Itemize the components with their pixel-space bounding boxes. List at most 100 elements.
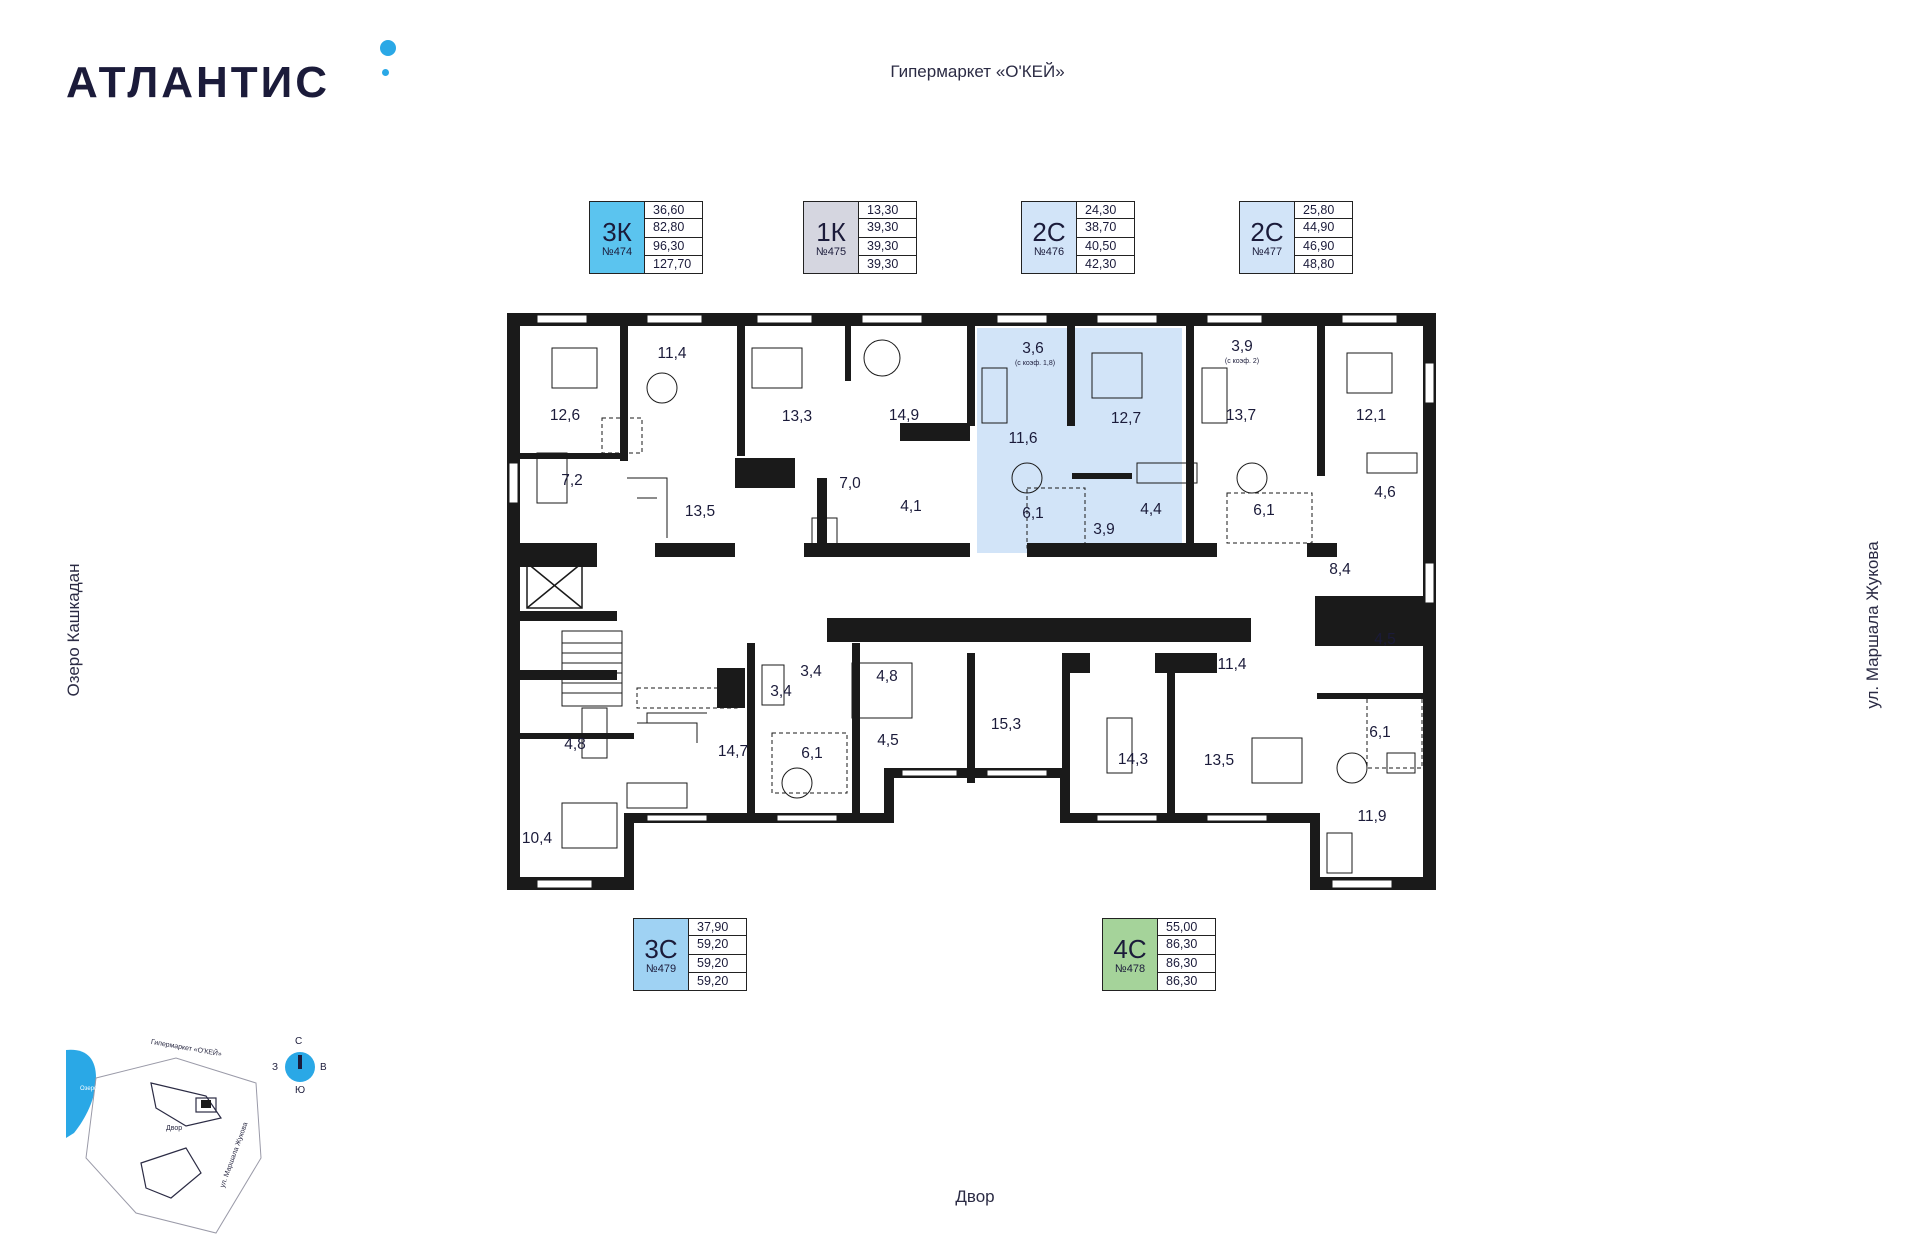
room-area: 14,9 (889, 407, 919, 424)
apartment-number: №479 (645, 962, 677, 975)
area-value: 40,50 (1077, 237, 1135, 256)
room-area: 10,4 (522, 830, 553, 847)
furniture (536, 339, 1418, 874)
room-area: 13,7 (1226, 407, 1256, 424)
area-value: 39,30 (859, 255, 917, 274)
lake-shape (66, 1049, 96, 1138)
apartment-code: 2С №477 (1239, 201, 1295, 274)
site-buildings (140, 1082, 222, 1199)
minimap-yard-label: Двор (166, 1125, 182, 1132)
apartment-type: 2С (1032, 216, 1066, 247)
elevator-shaft (526, 562, 583, 609)
compass-icon (285, 1052, 315, 1082)
room-area: 13,5 (1204, 752, 1234, 769)
area-value: 37,90 (689, 918, 747, 937)
minimap-street-label: ул. Маршала Жукова (219, 1121, 249, 1188)
label-right: ул. Маршала Жукова (1863, 541, 1882, 709)
area-value: 86,30 (1158, 936, 1216, 955)
apartment-card-474[interactable]: 3К №474 36,60 82,80 96,30 127,70 (589, 201, 703, 274)
apartment-card-477[interactable]: 2С №477 25,80 44,90 46,90 48,80 (1239, 201, 1353, 274)
windows (508, 314, 1435, 889)
site-minimap: Гипермаркет «О'КЕЙ» Озеро Кашкадан Двор … (66, 1038, 262, 1234)
room-area: 11,9 (1357, 808, 1386, 825)
apartment-number: №475 (815, 245, 847, 258)
room-area: 4,1 (900, 498, 922, 515)
room-area: 12,6 (550, 407, 580, 424)
room-area: 4,8 (564, 736, 586, 753)
apartment-card-476[interactable]: 2С №476 24,30 38,70 40,50 42,30 (1021, 201, 1135, 274)
apartment-card-478[interactable]: 4С №478 55,00 86,30 86,30 86,30 (1102, 918, 1216, 991)
label-bottom: Двор (955, 1187, 995, 1206)
apartment-type: 1К (816, 216, 846, 247)
compass-south: Ю (295, 1085, 306, 1096)
label-top: Гипермаркет «О'КЕЙ» (890, 62, 1065, 81)
apartment-code: 3К №474 (589, 201, 645, 274)
room-area: 3,6 (1022, 340, 1044, 357)
apartment-code: 2С №476 (1021, 201, 1077, 274)
walls (507, 313, 1436, 890)
room-area: 11,4 (1217, 656, 1246, 673)
room-area: 3,4 (770, 683, 792, 700)
logo-dot-icon (380, 40, 396, 56)
apartment-type: 4С (1113, 933, 1147, 964)
room-area: 4,4 (1140, 501, 1162, 518)
area-value: 59,20 (689, 972, 747, 991)
apartment-number: №477 (1251, 245, 1283, 258)
area-value: 38,70 (1077, 219, 1135, 238)
area-value: 25,80 (1295, 201, 1353, 220)
room-area: 4,6 (1374, 484, 1396, 501)
area-value: 13,30 (859, 201, 917, 220)
site-boundary (85, 1057, 262, 1234)
apartment-card-479[interactable]: 3С №479 37,90 59,20 59,20 59,20 (633, 918, 747, 991)
area-value: 48,80 (1295, 255, 1353, 274)
compass-east: В (320, 1062, 327, 1073)
area-value: 82,80 (645, 219, 703, 238)
apartment-number: №474 (601, 245, 633, 258)
area-value: 86,30 (1158, 954, 1216, 973)
room-area: 6,1 (1369, 724, 1391, 741)
room-area: 7,2 (561, 472, 583, 489)
room-area: 11,6 (1008, 430, 1037, 447)
area-value: 59,20 (689, 954, 747, 973)
room-area: 8,4 (1329, 561, 1351, 578)
room-area-note: (с коэф. 2) (1225, 358, 1259, 365)
area-value: 55,00 (1158, 918, 1216, 937)
brand-logo: АТЛАНТИС (66, 58, 331, 107)
room-area: 15,3 (991, 716, 1021, 733)
apartment-card-475[interactable]: 1К №475 13,30 39,30 39,30 39,30 (803, 201, 917, 274)
apartment-code: 4С №478 (1102, 918, 1158, 991)
area-value: 59,20 (689, 936, 747, 955)
area-value: 44,90 (1295, 219, 1353, 238)
room-area: 12,7 (1111, 410, 1141, 427)
room-area: 6,1 (1022, 505, 1044, 522)
apartment-code: 3С №479 (633, 918, 689, 991)
minimap-top-label: Гипермаркет «О'КЕЙ» (150, 1038, 222, 1058)
floor-plan: 12,6 11,4 13,3 14,9 3,6 (с коэф. 1,8) 11… (507, 313, 1436, 890)
area-value: 36,60 (645, 201, 703, 220)
room-area: 13,5 (685, 503, 715, 520)
room-area: 4,8 (876, 668, 898, 685)
room-area: 4,5 (877, 732, 899, 749)
minimap-lake-label: Озеро Кашкадан (80, 1086, 127, 1092)
room-area: 3,4 (800, 663, 822, 680)
room-area: 12,1 (1356, 407, 1386, 424)
apartment-type: 3К (602, 216, 632, 247)
apartment-type: 3С (644, 933, 678, 964)
room-area: 4,5 (1374, 631, 1396, 648)
label-left: Озеро Кашкадан (64, 563, 83, 697)
kitchen-zones (601, 417, 1423, 794)
area-value: 127,70 (645, 255, 703, 274)
logo-dot-small-icon (382, 69, 389, 76)
apartment-number: №478 (1114, 962, 1146, 975)
compass-north: С (295, 1036, 303, 1047)
area-value: 86,30 (1158, 972, 1216, 991)
apartment-476-highlight (1075, 328, 1182, 428)
room-area: 11,4 (657, 345, 686, 362)
area-value: 39,30 (859, 219, 917, 238)
area-value: 24,30 (1077, 201, 1135, 220)
area-value: 42,30 (1077, 255, 1135, 274)
apartment-number: №476 (1033, 245, 1065, 258)
room-area: 6,1 (1253, 502, 1275, 519)
building-marker (201, 1100, 211, 1108)
room-area: 7,0 (839, 475, 861, 492)
